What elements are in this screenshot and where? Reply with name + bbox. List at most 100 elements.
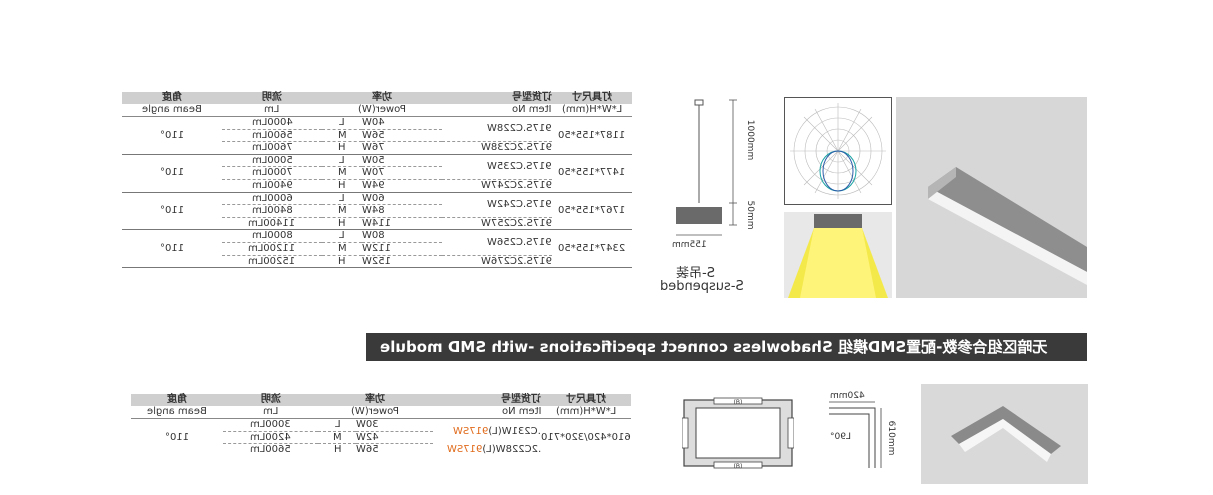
mount-type-en: S-suspended	[660, 279, 744, 294]
beam-angle: 110°	[122, 154, 222, 193]
product-photo-corner	[921, 384, 1088, 484]
header-angle: 角度	[122, 92, 222, 104]
level: L	[322, 154, 362, 168]
suspended-diagram: 1000mm 50mm	[676, 99, 755, 236]
t2-header-item: 订货型号	[432, 394, 542, 406]
header-angle-en: Beam angle	[122, 104, 222, 117]
level: M	[322, 129, 362, 143]
lumen: 4000Lm	[222, 116, 322, 130]
header-size-en: L*W*H(mm)	[552, 104, 632, 117]
level: H	[322, 141, 362, 155]
item-number: 917S.2C247W	[442, 179, 552, 193]
power: 114W	[362, 217, 442, 231]
lumen: 15200Lm	[222, 255, 322, 269]
lumen: 8000Lm	[222, 229, 322, 243]
power: 76W	[362, 141, 442, 155]
polar-light-distribution-diagram	[784, 97, 892, 205]
spec-table-2: 角度 流明 功率 订货型号 灯具尺寸 Beam angle Lm Power(W…	[131, 394, 631, 456]
t2-size: 610*420/320*710	[541, 431, 631, 443]
dimensions: 1187*155*50	[552, 116, 632, 155]
item-number: 917S.2C238W	[442, 141, 552, 155]
power: 152W	[362, 255, 442, 269]
power: 40W	[362, 116, 442, 130]
curve-c90	[822, 150, 854, 192]
t2-header-size-en: L*W*H(mm)	[541, 406, 631, 419]
t2-angle: 110°	[165, 431, 190, 443]
width-dimension: 155mm	[672, 240, 707, 250]
level: H	[322, 179, 362, 193]
beam-angle: 110°	[122, 116, 222, 155]
item-number: 917S.C256W	[442, 229, 552, 256]
item-number: 917S.C235W	[442, 154, 552, 180]
t2-level: L	[318, 418, 357, 432]
t2-lumen: 4200Lm	[223, 431, 319, 445]
t2-header-size: 灯具尺寸	[541, 394, 631, 406]
t2-level: H	[333, 444, 342, 456]
item-number: 917S.2C257W	[442, 217, 552, 231]
t2-power: 56W	[356, 444, 379, 456]
level: H	[322, 217, 362, 231]
t2-header-lumen: 流明	[223, 394, 319, 406]
lumen: 9400Lm	[222, 179, 322, 193]
level: H	[322, 255, 362, 269]
level: M	[322, 242, 362, 256]
header-power-en: Power(W)	[322, 104, 442, 117]
dimensions: 1767*155*50	[552, 192, 632, 231]
b-label-top: (B)	[734, 399, 743, 406]
height-dimension: 1000mm	[745, 120, 755, 160]
item-number: 917S.2C276W	[442, 255, 552, 269]
depth-dimension: 50mm	[745, 201, 755, 230]
luminaire-head	[814, 214, 862, 228]
power: 84W	[362, 204, 442, 218]
beam-angle: 110°	[122, 229, 222, 269]
beam-angle: 110°	[122, 192, 222, 231]
lumen: 11200Lm	[222, 242, 322, 256]
power: 70W	[362, 166, 442, 180]
t2-header-power-en: Power(W)	[318, 406, 433, 419]
beam-illustration	[784, 212, 892, 298]
t2-header-power: 功率	[318, 394, 433, 406]
connector-frame-diagram: (B) (B)	[682, 397, 794, 470]
item-number: 917S.C228W	[442, 116, 552, 143]
lumen: 11400Lm	[222, 217, 322, 231]
lumen: 8400Lm	[222, 204, 322, 218]
t2-lumen: 3000Lm	[223, 418, 319, 432]
power: 60W	[362, 192, 442, 206]
lumen: 5000Lm	[222, 154, 322, 168]
lumen: 5600Lm	[222, 129, 322, 143]
ceiling-mount	[694, 99, 704, 106]
dimensions: 2347*155*50	[552, 229, 632, 269]
power: 80W	[362, 229, 442, 243]
b-label-bottom: (B)	[734, 463, 743, 470]
lumen: 6000Lm	[222, 192, 322, 206]
level: L	[322, 229, 362, 243]
t2-header-lumen-en: Lm	[223, 406, 319, 419]
header-item: 订货型号	[442, 92, 552, 104]
header-size: 灯具尺寸	[552, 92, 632, 104]
level: M	[322, 166, 362, 180]
power: 112W	[362, 242, 442, 256]
t2-item: .C231W(L)917SW	[453, 425, 542, 437]
header-lumen-en: Lm	[222, 104, 322, 117]
level: L	[322, 192, 362, 206]
item-number: 917S.C242W	[442, 192, 552, 218]
width-dimension-2: 420mm	[830, 391, 865, 401]
section-banner: 无暗区组合参数-配置SMD模组 Shadowless connect speci…	[366, 333, 1087, 361]
header-item-en: Item No	[442, 104, 552, 117]
power: 50W	[362, 154, 442, 168]
t2-header-item-en: Item No	[432, 406, 542, 419]
t2-item: .2C228W(L)917SW	[447, 443, 542, 455]
power: 56W	[362, 129, 442, 143]
t2-power: 42W	[356, 431, 433, 445]
level: L	[322, 116, 362, 130]
